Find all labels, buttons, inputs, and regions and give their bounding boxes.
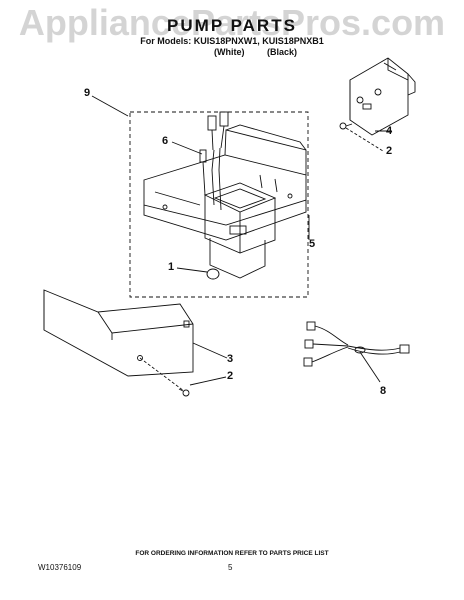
variant-black: (Black): [267, 47, 298, 57]
leader-8: [359, 351, 381, 383]
pump-reservoir: [203, 182, 277, 280]
watermark-logo: AppliancePartsPros.com: [18, 2, 446, 43]
leader-9: [91, 95, 129, 117]
bracket-part-4: [349, 57, 416, 136]
leader-2-lower: [189, 376, 227, 386]
pump-wire-harness-part-6: [199, 111, 229, 211]
callout-4: 4: [386, 125, 393, 137]
leader-1: [176, 267, 208, 273]
page-title: PUMP PARTS: [167, 16, 297, 35]
leader-screw: [139, 357, 185, 392]
callout-1: 1: [168, 261, 175, 273]
leader-3: [192, 342, 228, 359]
variant-white: (White): [214, 47, 245, 57]
callout-3: 3: [227, 353, 234, 365]
screw-lower: [178, 388, 190, 397]
callout-5: 5: [309, 238, 316, 250]
pump-bracket-part-5: [143, 124, 307, 241]
page-number: 5: [228, 563, 233, 572]
wire-harness-part-8: [303, 321, 410, 367]
assembly-box: [129, 111, 309, 298]
screw-upper: [339, 122, 353, 130]
document-number: W10376109: [38, 563, 82, 572]
ordering-note: FOR ORDERING INFORMATION REFER TO PARTS …: [135, 550, 329, 557]
leader-2-upper: [345, 127, 384, 152]
model-numbers: For Models: KUIS18PNXW1, KUIS18PNXB1: [140, 36, 324, 46]
callout-2-lower: 2: [227, 370, 234, 382]
callout-8: 8: [380, 385, 387, 397]
callout-6: 6: [162, 135, 169, 147]
panel-part-3: [43, 289, 194, 377]
leader-6: [171, 141, 203, 155]
callout-2-upper: 2: [386, 145, 393, 157]
callout-9: 9: [84, 87, 91, 99]
